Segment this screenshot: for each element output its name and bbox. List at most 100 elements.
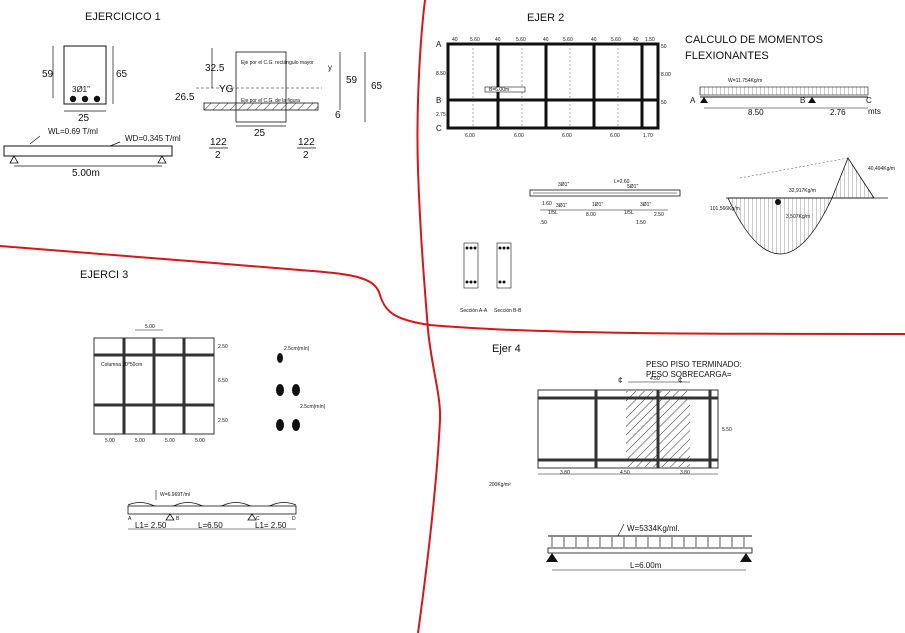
ej1-beam: WL=0.69 T/ml WD=0.345 T/ml 5.00m [3, 127, 181, 179]
ej3-grid-right-2: 6.50 [218, 378, 228, 384]
ej3-grid-bottom-2: 5.00 [135, 438, 145, 444]
ej2-bottom-dim-3: 6.00 [562, 133, 572, 139]
ej2-bottom-dim-4: 6.00 [610, 133, 620, 139]
ej2-left-dim-2: 2.75 [436, 112, 446, 118]
ej2-beam-label: B=6.00m [489, 87, 509, 93]
ej3-bar-spacing-2: 2.5cm(mín) [300, 404, 326, 410]
ej1-dim-65: 65 [371, 81, 383, 92]
ej2-moment-1: 40,494Kg/m [868, 166, 895, 172]
ej4-span: L=6.00m [630, 561, 662, 570]
ej2-axis-a: A [436, 40, 442, 49]
ej1-load-dead: WD=0.345 T/ml [125, 134, 181, 143]
ej3-grid-top: 5.00 [145, 324, 155, 330]
ej2-right-dim-3: 50 [661, 100, 667, 106]
ej2-top-dim-5: 40 [543, 37, 549, 43]
ej3-grid-right-1: 2.50 [218, 344, 228, 350]
ej2-top-dim-10: 1.50 [645, 37, 655, 43]
ej2-moment-4: 3,507Kg/m [786, 214, 810, 220]
ej2-bar-3: 5Ø1" [627, 184, 638, 190]
ej4-bottom-dim-3: 3.80 [680, 470, 690, 476]
ej2-bar-dim-7: 1/5L [548, 210, 558, 216]
ej2-top-dim-3: 40 [495, 37, 501, 43]
ej4-area-load: 200Kg/m² [489, 482, 511, 488]
ej2-bar-dim-6: .50 [540, 220, 547, 226]
ej2-bar-1: 3Ø1" [558, 182, 569, 188]
ej2-top-dim-7: 40 [591, 37, 597, 43]
ej2-reinforcement-beam: 3Ø1" 3Ø1" 5Ø1" 1Ø1" L=2.60 1.60 3Ø1" 8.0… [529, 179, 681, 226]
ej4-cl-right: ¢ [678, 376, 682, 385]
ej2-bar-dim-2: 3Ø1" [640, 202, 651, 208]
ej2-top-dim-9: 40 [633, 37, 639, 43]
ej2-moment-2: 32,917Kg/m [789, 188, 816, 194]
ej1-note-2: Eje por el C.G. de la figura [241, 98, 300, 104]
ej4-title: Ejer 4 [492, 343, 521, 355]
ej1-dim-325: 32.5 [205, 63, 225, 74]
ej1-frac-left-num: 122 [210, 137, 227, 148]
ej1-col-w: 25 [78, 113, 90, 124]
ej4-beam: W=5334Kg/ml. L=6.00m [546, 523, 753, 571]
ej2-load-beam: W=11.754Kg/m A B C 8.50 2.76 mts [690, 78, 881, 117]
ej3-grid-right-3: 2.50 [218, 418, 228, 424]
ej4-bottom-dim-2: 4.50 [620, 470, 630, 476]
ej1-t-section: Eje por el C.G. rectángulo mayor Eje por… [175, 48, 383, 161]
ej2-top-dim-1: 40 [452, 37, 458, 43]
ej2-top-dim-2: 5.60 [470, 37, 480, 43]
ej2-right-dim-2: 8.00 [661, 72, 671, 78]
ej1-span: 5.00m [72, 168, 100, 179]
ej2-bar-dim-8: 1/5L [624, 210, 634, 216]
ej2-left-dim-1: 8.50 [436, 71, 446, 77]
ej2-support-c: C [866, 96, 872, 105]
ej3-span-2: L=6.50 [198, 521, 223, 530]
ej1-dim-6: 6 [335, 110, 341, 121]
ej3-plan: 5.00 Columna 30*50cm 5.00 5.00 5.00 5.00… [93, 324, 228, 444]
ej2-bar-dim-1: 1.60 [542, 201, 552, 207]
ej2-bar-dim-4: 2.50 [654, 212, 664, 218]
ej1-dim-265: 26.5 [175, 92, 195, 103]
ej2-subtitle-2: FLEXIONANTES [685, 50, 769, 62]
ej3-support-b: B [176, 516, 180, 522]
ej3-load: W=6.969T/ml [160, 492, 190, 498]
ej2-axis-b: B [436, 96, 441, 105]
ej3-grid-bottom-4: 5.00 [195, 438, 205, 444]
ej1-col-h-right: 65 [116, 69, 128, 80]
ej1-load-live: WL=0.69 T/ml [48, 127, 98, 136]
ej2-sections: Sección A-A Sección B-B [460, 242, 522, 314]
ej2-moment-3: 101,566Kg/m [710, 206, 740, 212]
ej2-subtitle-1: CALCULO DE MOMENTOS [685, 34, 823, 46]
ej1-dim-59: 59 [346, 75, 358, 86]
ej2-top-dim-4: 5.60 [516, 37, 526, 43]
ej2-support-a: A [690, 96, 696, 105]
ej3-support-d: D [292, 516, 296, 522]
ej3-column-label: Columna 30*50cm [101, 362, 142, 368]
ej3-support-a: A [128, 516, 132, 522]
ej2-section-b: Sección B-B [494, 308, 522, 314]
ej2-bar-2: 3Ø1" [556, 203, 567, 209]
ej2-units: mts [868, 107, 881, 116]
ej3-span-1: L1= 2.50 [135, 521, 167, 530]
ej4-plan: PESO PISO TERMINADO: PESO SOBRECARGA= ¢ … [489, 360, 742, 488]
ej2-plan: B=6.00m A B C 8.50 2.75 50 8.00 50 40 5.… [436, 37, 671, 139]
ej2-bar-4: 1Ø1" [592, 202, 603, 208]
ej1-col-h-left: 59 [42, 69, 54, 80]
ej4-bottom-dim-1: 3.80 [560, 470, 570, 476]
ej2-right-dim-1: 50 [661, 44, 667, 50]
ej2-span-ab: 8.50 [748, 108, 764, 117]
ej2-bar-dim-3: 8.00 [586, 212, 596, 218]
ej3-grid-bottom-3: 5.00 [165, 438, 175, 444]
ej3-beam: W=6.969T/ml A B C D L1= 2.50 L=6.50 L1= … [127, 490, 297, 530]
ej1-note-1: Eje por el C.G. rectángulo mayor [241, 60, 314, 66]
ej2-bottom-dim-5: 1.70 [643, 133, 653, 139]
ej1-rebar-label: 3Ø1" [72, 85, 90, 94]
ej3-bar-spacing: 2.5cm(mín) 2.5cm(mín) [276, 346, 326, 431]
ej3-title: EJERCI 3 [80, 269, 128, 281]
ej1-title: EJERCICICO 1 [85, 11, 161, 23]
ej4-load: W=5334Kg/ml. [627, 524, 680, 533]
ej2-moment-diagram: 40,494Kg/m 32,917Kg/m 101,566Kg/m 3,507K… [710, 157, 895, 255]
ej3-grid-bottom-1: 5.00 [105, 438, 115, 444]
ej4-right-dim: 5.50 [722, 427, 732, 433]
ej1-frac-right-den: 2 [303, 150, 309, 161]
ej2-section-a: Sección A-A [460, 308, 488, 314]
ej1-frac-left-den: 2 [215, 150, 221, 161]
ej4-header-2: PESO SOBRECARGA= [646, 370, 732, 379]
